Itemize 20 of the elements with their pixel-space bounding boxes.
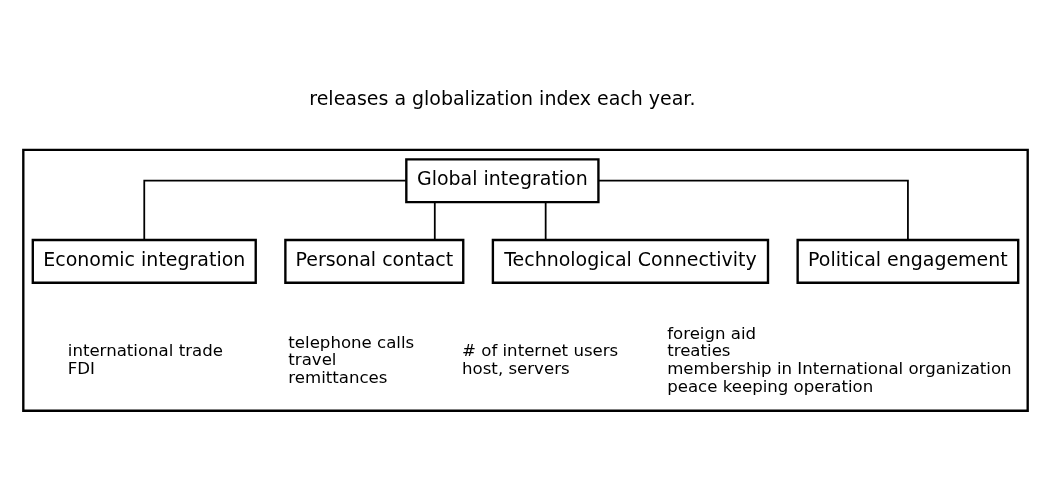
node-label: FDI	[67, 358, 95, 378]
node-box: Personal contact	[284, 238, 465, 284]
node-label: # of internet users	[462, 340, 619, 360]
node-box: Global integration	[405, 157, 600, 203]
cluster	[22, 148, 1029, 412]
node-label: host, servers	[462, 358, 570, 378]
node-label: telephone calls	[288, 332, 415, 352]
node-label: peace keeping operation	[667, 376, 874, 396]
label: releases a globalization index each year.	[309, 86, 696, 109]
node-box: Technological Connectivity	[491, 238, 770, 284]
connector	[143, 179, 407, 241]
node-label: international trade	[67, 340, 223, 360]
node-label: foreign aid	[667, 323, 757, 343]
node-box: Economic integration	[31, 238, 257, 284]
node-label: remittances	[288, 367, 388, 387]
node-label: membership in International organization	[667, 358, 1012, 378]
node-box: Political engagement	[796, 238, 1020, 284]
connector	[544, 200, 547, 241]
connector	[433, 200, 436, 241]
connector	[597, 179, 909, 241]
